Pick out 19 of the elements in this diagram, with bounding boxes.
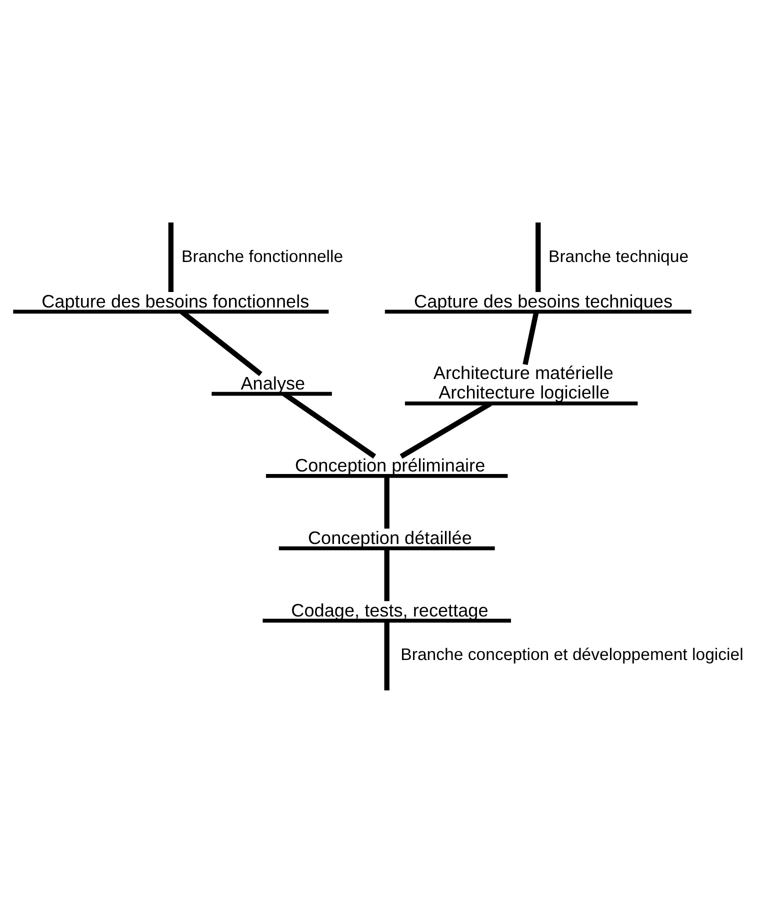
edge-label: Branche technique [548, 246, 689, 266]
node-text: Conception détaillée [308, 528, 472, 548]
node-text: Analyse [240, 374, 306, 394]
connector [282, 392, 376, 459]
connector [384, 621, 390, 690]
connector [168, 222, 174, 292]
connector [400, 401, 492, 459]
connector [522, 311, 539, 366]
connector [384, 476, 390, 529]
edge-label: Branche fonctionnelle [182, 246, 344, 266]
edge-label: Branche conception et développement logiciel [400, 645, 744, 664]
connector [536, 222, 541, 292]
node-text: Conception préliminaire [295, 456, 486, 476]
node-text: Capture des besoins techniques [414, 291, 673, 312]
connector [384, 548, 390, 602]
node-text: Codage, tests, recettage [291, 600, 488, 620]
node-text: Capture des besoins fonctionnels [42, 291, 310, 312]
node-text: Architecture matérielle Architecture logicielle [433, 363, 614, 403]
connector [180, 310, 262, 376]
